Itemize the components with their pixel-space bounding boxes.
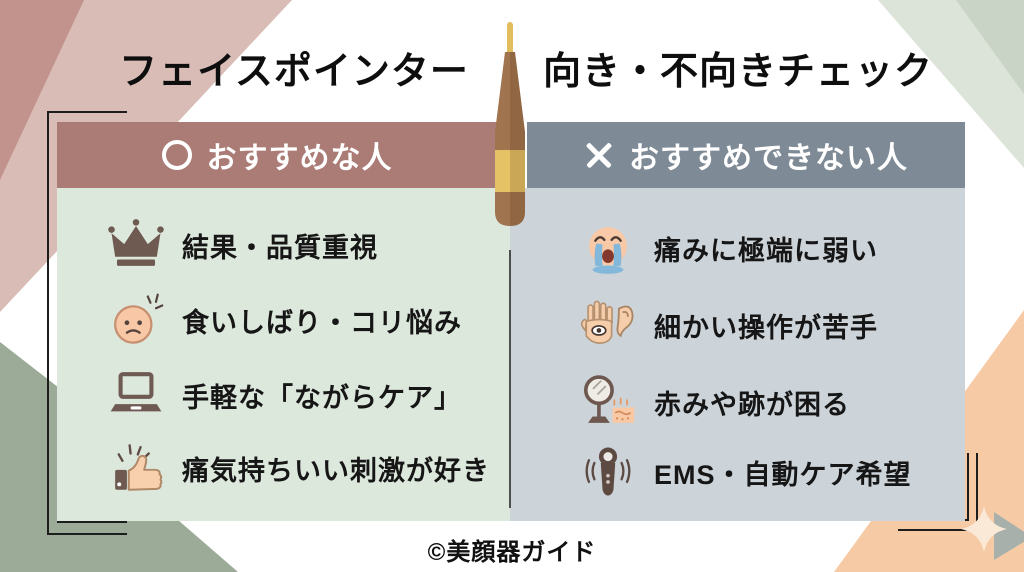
- list-item-label: 手軽な「ながらケア」: [182, 382, 462, 413]
- list-item: 細かい操作が苦手: [578, 293, 878, 357]
- crying-face-icon: [578, 218, 638, 278]
- copyright-text: ©美顔器ガイド: [427, 539, 597, 566]
- page-title-left: フェイスポインター: [119, 51, 469, 93]
- recommended-header-label: おすすめな人: [206, 142, 393, 175]
- frame-bracket-left: [47, 111, 127, 535]
- list-item: 結果・品質重視: [106, 213, 378, 277]
- vibrating-device-icon: [578, 442, 638, 502]
- mirror-skin-icon: [578, 372, 638, 432]
- page-title-right: 向き・不向きチェック: [542, 51, 933, 93]
- recommended-panel-header: おすすめな人: [57, 122, 497, 188]
- list-item-label: 痛みに極端に弱い: [654, 235, 878, 266]
- crown-icon: [106, 215, 166, 275]
- list-item-label: 食いしばり・コリ悩み: [182, 307, 462, 338]
- panel-divider-line: [509, 250, 511, 508]
- list-item-label: 結果・品質重視: [182, 232, 378, 263]
- not-recommended-panel-header: おすすめできない人: [527, 122, 965, 188]
- face-pointer-device-illustration: [488, 20, 532, 242]
- not-recommended-header-label: おすすめできない人: [629, 142, 908, 175]
- list-item: 赤みや跡が困る: [578, 370, 850, 434]
- list-item-label: EMS・自動ケア希望: [654, 459, 912, 490]
- hand-eye-ear-icon: [578, 295, 638, 355]
- not-recommended-panel-body: [510, 188, 965, 521]
- list-item-label: 赤みや跡が困る: [654, 389, 850, 420]
- frame-bracket-bottom-right: [898, 453, 978, 531]
- list-item-label: 痛気持ちいい刺激が好き: [182, 455, 490, 486]
- circle-marker-icon: [161, 140, 192, 170]
- list-item: 手軽な「ながらケア」: [106, 363, 462, 427]
- sparkle-icon: [961, 506, 1007, 552]
- list-item: 痛気持ちいい刺激が好き: [106, 436, 490, 500]
- list-item-label: 細かい操作が苦手: [654, 312, 878, 343]
- annoyed-face-icon: [106, 290, 166, 350]
- cross-marker-icon: [584, 140, 614, 170]
- thumbs-up-icon: [106, 438, 166, 498]
- list-item: 食いしばり・コリ悩み: [106, 288, 462, 352]
- list-item: 痛みに極端に弱い: [578, 216, 878, 280]
- laptop-icon: [106, 365, 166, 425]
- list-item: EMS・自動ケア希望: [578, 440, 912, 504]
